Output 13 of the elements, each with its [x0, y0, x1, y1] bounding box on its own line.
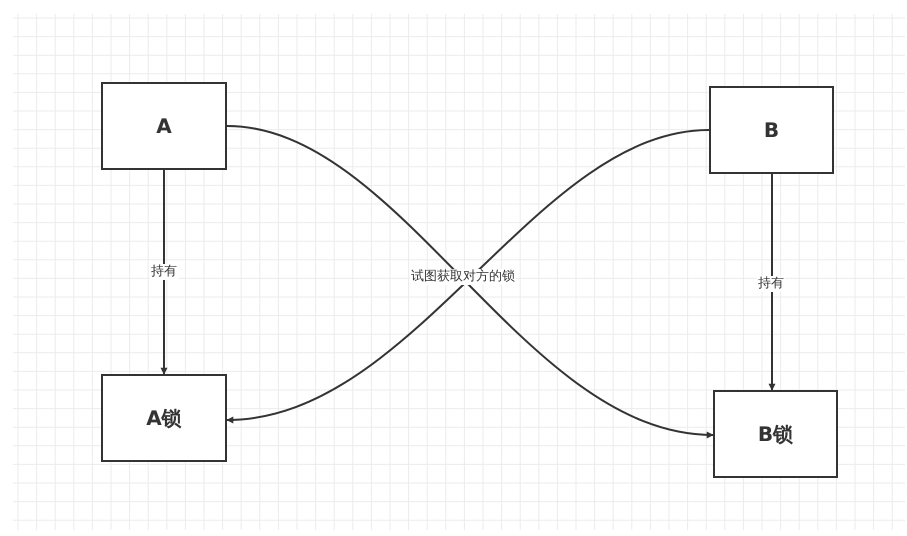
- process-box: [713, 390, 838, 478]
- box-label: B锁: [758, 420, 794, 448]
- arrow: [768, 174, 776, 391]
- box-label: A锁: [146, 404, 182, 432]
- box-label: A: [156, 114, 172, 138]
- box-label: B: [764, 118, 780, 142]
- process-box: [101, 374, 227, 462]
- process-box: [709, 86, 834, 174]
- edge-label: 持有: [150, 264, 178, 280]
- arrow: [160, 170, 168, 375]
- edge-label: 持有: [757, 276, 785, 292]
- edge-label: 试图获取对方的锁: [410, 269, 516, 285]
- process-box: [101, 82, 227, 170]
